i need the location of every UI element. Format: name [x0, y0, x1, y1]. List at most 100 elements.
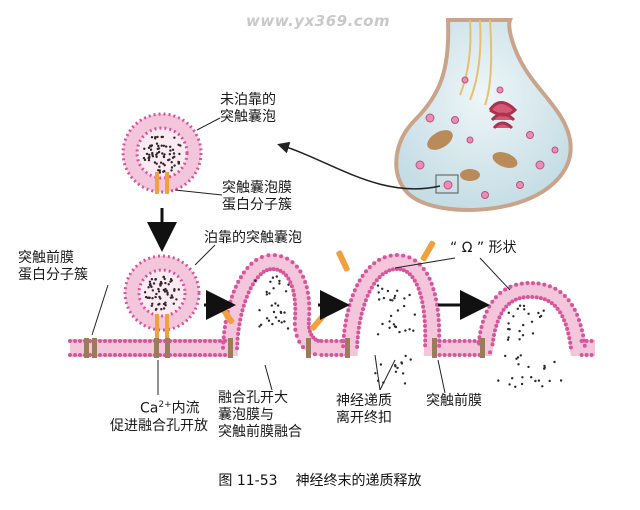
transmitter-dot	[540, 314, 543, 318]
transmitter-dot	[157, 290, 161, 293]
lipid-head	[235, 336, 240, 341]
transmitter-dot	[272, 287, 275, 290]
transmitter-dot	[270, 304, 273, 307]
lipid-head	[589, 339, 594, 343]
lipid-head	[261, 269, 266, 274]
lipid-head	[490, 342, 495, 347]
lipid-head	[286, 276, 291, 281]
transmitter-dot	[162, 144, 166, 147]
vesicle-protein-cluster	[165, 172, 169, 194]
lipid-head	[497, 315, 502, 320]
transmitter-dot	[151, 289, 154, 292]
lipid-head	[549, 301, 554, 306]
transmitter-dot	[167, 283, 170, 286]
lipid-head	[245, 266, 250, 270]
transmitter-dot	[534, 379, 537, 383]
lipid-head	[425, 271, 429, 276]
lipid-head	[103, 339, 107, 343]
lipid-head	[345, 313, 349, 318]
lipid-head	[580, 328, 584, 333]
lipid-head	[193, 353, 197, 357]
transmitter-dot	[283, 320, 286, 323]
lipid-head	[432, 292, 437, 297]
transmitter-dot	[518, 304, 522, 307]
lipid-head	[394, 253, 399, 257]
transmitter-dot	[515, 357, 518, 360]
lipid-head	[357, 278, 362, 283]
lipid-head	[183, 339, 187, 343]
lipid-head	[298, 269, 303, 274]
transmitter-dot	[274, 316, 278, 319]
transmitter-dot	[158, 165, 161, 168]
lipid-head	[568, 340, 573, 345]
transmitter-dot	[155, 155, 158, 158]
transmitter-dot	[164, 287, 167, 291]
transmitter-dot	[520, 382, 524, 386]
lipid-head	[467, 339, 472, 343]
transmitter-dot	[379, 363, 383, 366]
lipid-head	[231, 289, 236, 294]
lipid-head	[570, 303, 574, 307]
transmitter-dot	[170, 169, 173, 172]
transmitter-dot	[177, 162, 180, 165]
lipid-head	[534, 295, 539, 300]
lipid-head	[198, 353, 202, 357]
transmitter-dot	[409, 358, 412, 361]
lipid-head	[578, 323, 583, 328]
lipid-head	[294, 264, 299, 269]
transmitter-dot	[268, 292, 271, 295]
lipid-head	[301, 274, 306, 279]
transmitter-dot	[154, 308, 158, 311]
lipid-head	[306, 317, 311, 322]
transmitter-dot	[170, 166, 174, 169]
transmitter-dot	[388, 320, 391, 323]
transmitter-dot	[378, 298, 381, 301]
lipid-head	[266, 253, 271, 258]
lipid-head	[536, 281, 541, 286]
transmitter-dot	[156, 135, 159, 139]
lipid-head	[423, 343, 428, 348]
transmitter-dot	[151, 151, 154, 155]
lipid-head	[558, 290, 563, 295]
lipid-head	[387, 268, 392, 273]
lipid-head	[148, 339, 152, 343]
lipid-head	[416, 286, 421, 291]
lipid-head	[531, 281, 535, 286]
lipid-head	[476, 340, 481, 345]
lipid-head	[259, 255, 264, 259]
lipid-head	[530, 295, 535, 299]
lipid-head	[213, 353, 217, 357]
label-line: 突触囊泡膜	[222, 180, 292, 196]
transmitter-dot	[374, 372, 377, 375]
lipid-head	[289, 284, 294, 289]
lipid-head	[452, 339, 457, 343]
lipid-head	[240, 308, 245, 313]
lipid-head	[221, 345, 225, 350]
label-omega-shape: “ Ω ” 形状	[450, 240, 517, 256]
label-fusion-pore: 融合孔开大 囊泡膜与 突触前膜融合	[218, 390, 302, 441]
transmitter-dot	[271, 322, 274, 326]
transmitter-dot	[284, 290, 288, 293]
nerve-terminal	[394, 18, 573, 212]
lipid-head	[288, 280, 293, 285]
lipid-head	[382, 255, 387, 260]
transmitter-dot	[154, 278, 157, 281]
lipid-head	[579, 339, 584, 343]
transmitter-dot	[168, 153, 171, 156]
transmitter-dot	[155, 162, 158, 165]
lipid-head	[437, 323, 441, 328]
lipid-head	[479, 325, 484, 329]
lipid-head	[301, 345, 305, 350]
watermark: www.yx369.com	[246, 12, 391, 30]
transmitter-dot	[169, 145, 172, 148]
lipid-head	[584, 353, 589, 357]
lipid-head	[241, 303, 246, 308]
lipid-head	[401, 253, 406, 258]
lipid-head	[566, 298, 571, 303]
transmitter-dot	[159, 282, 162, 286]
lipid-head	[577, 318, 581, 322]
lipid-head	[221, 335, 226, 340]
lipid-head	[363, 298, 368, 303]
lipid-head	[494, 323, 499, 328]
lipid-head	[227, 304, 231, 309]
